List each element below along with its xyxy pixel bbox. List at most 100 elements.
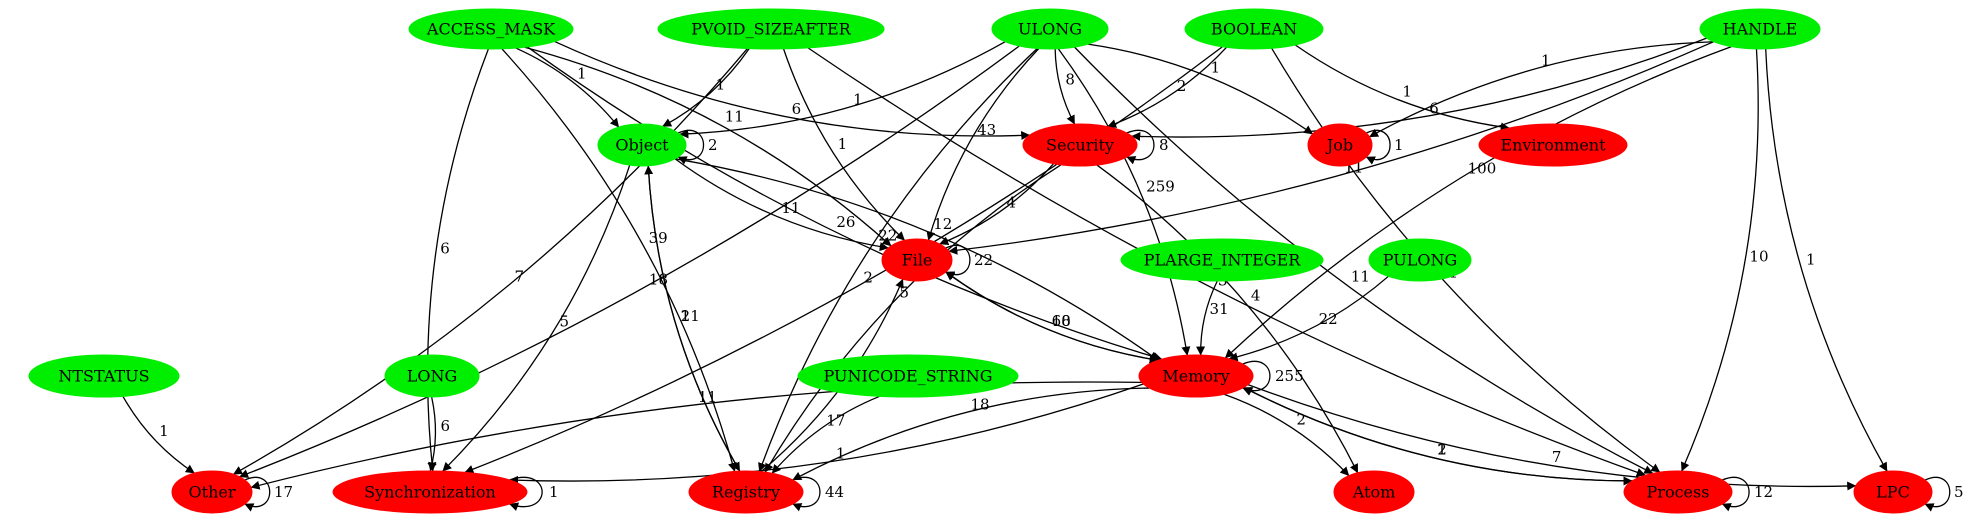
node-label: Registry — [712, 483, 780, 502]
edge-memory-to-atom — [1223, 393, 1350, 477]
edge-label: 26 — [836, 213, 855, 231]
node-security: Security — [1022, 123, 1138, 167]
edge-label: 4 — [1006, 194, 1016, 212]
edge-label: 1 — [681, 307, 691, 325]
node-shape — [28, 354, 180, 398]
node-label: Security — [1046, 136, 1114, 155]
edge-label: 22 — [878, 227, 897, 245]
edge-label: 1 — [549, 483, 559, 501]
edge-memory-to-file — [945, 271, 1159, 361]
edge-security-to-security — [1126, 129, 1155, 165]
edge-ulong-to-process — [1074, 46, 1654, 475]
edge-security-to-file — [939, 163, 1055, 246]
edge-label: 11 — [781, 199, 800, 217]
node-label: BOOLEAN — [1211, 20, 1297, 39]
node-ulong: ULONG — [991, 8, 1109, 50]
edge-registry-to-registry — [792, 476, 821, 512]
edge-pvoid_sizeafter-to-object — [662, 48, 750, 128]
edge-label: 21 — [681, 307, 700, 325]
node-punicode_string: PUNICODE_STRING — [797, 354, 1019, 398]
edge-ulong-to-registry — [758, 48, 1038, 473]
node-label: Process — [1647, 483, 1710, 502]
node-process: Process — [1623, 470, 1733, 514]
edge-label: 1 — [1806, 250, 1816, 268]
edge-object-to-file — [674, 158, 889, 252]
edge-long-to-synchronization — [428, 396, 437, 472]
edge-boolean-to-environment — [1294, 44, 1510, 132]
edge-label: 39 — [649, 229, 668, 247]
node-shape — [1478, 123, 1628, 167]
nodes-layer: ACCESS_MASK PVOID_SIZEAFTER ULONG BOOLEAN HA… — [28, 8, 1933, 514]
edge-access_mask-to-file — [524, 46, 892, 247]
edge-synchronization-to-synchronization — [509, 476, 543, 512]
edge-boolean-to-security — [1107, 46, 1227, 128]
node-label: Synchronization — [364, 483, 496, 502]
node-shape — [688, 470, 804, 514]
edge-label: 1 — [1211, 59, 1221, 77]
edges-layer: 1611639261173181432592218112121611110010… — [122, 37, 1964, 512]
edge-ulong-to-file — [926, 48, 1040, 241]
edge-security-to-registry — [764, 164, 1062, 473]
edge-label: 8 — [1065, 71, 1075, 89]
edge-label: 12 — [1754, 483, 1773, 501]
edge-access_mask-to-security — [554, 40, 1031, 140]
edge-label: 100 — [1468, 160, 1497, 178]
node-access_mask: ACCESS_MASK — [408, 8, 574, 50]
edge-label: 1 — [853, 91, 863, 109]
node-shape — [1022, 123, 1138, 167]
edge-ntstatus-to-other — [122, 396, 195, 474]
edge-other-to-other — [244, 476, 271, 512]
edge-handle-to-memory — [1224, 45, 1732, 359]
node-label: Environment — [1500, 136, 1606, 155]
edge-ulong-to-job — [1087, 43, 1314, 135]
edge-label: 2 — [1296, 410, 1306, 428]
edge-lpc-to-lpc — [1924, 476, 1951, 512]
node-shape — [1307, 123, 1373, 167]
edge-object-to-memory — [675, 158, 1159, 361]
node-long: LONG — [384, 354, 480, 398]
edge-label: 12 — [933, 215, 952, 233]
node-other: Other — [171, 470, 253, 514]
edge-boolean-to-process — [1271, 47, 1661, 473]
edge-memory-to-other — [250, 381, 1142, 490]
edge-access_mask-to-registry — [501, 48, 737, 472]
edge-handle-to-security — [1131, 37, 1707, 141]
edge-memory-to-registry — [792, 387, 1150, 481]
node-registry: Registry — [688, 470, 804, 514]
node-label: ACCESS_MASK — [426, 20, 556, 39]
edge-pvoid_sizeafter-to-process — [807, 47, 1646, 477]
edge-pvoid_sizeafter-to-file — [782, 48, 906, 241]
edge-label: 4 — [1251, 286, 1261, 304]
node-label: ULONG — [1018, 20, 1082, 39]
node-label: Atom — [1352, 483, 1396, 502]
node-label: PVOID_SIZEAFTER — [691, 20, 851, 39]
node-memory: Memory — [1138, 354, 1254, 398]
node-shape — [797, 354, 1019, 398]
node-shape — [1333, 470, 1415, 514]
node-shape — [1853, 470, 1933, 514]
node-pvoid_sizeafter: PVOID_SIZEAFTER — [657, 8, 885, 50]
edge-registry-to-object — [644, 165, 741, 472]
node-shape — [657, 8, 885, 50]
node-label: Memory — [1162, 367, 1229, 386]
edge-ulong-to-other — [239, 45, 1020, 478]
edge-label: 8 — [1159, 136, 1169, 154]
node-label: File — [902, 251, 933, 270]
edge-label: 6 — [1429, 100, 1439, 118]
node-label: PLARGE_INTEGER — [1144, 251, 1302, 270]
edge-label: 22 — [974, 251, 993, 269]
node-label: NTSTATUS — [58, 367, 149, 386]
edge-handle-to-file — [948, 41, 1714, 255]
edge-label: 1 — [1402, 82, 1412, 100]
node-shape — [1138, 354, 1254, 398]
edge-security-to-atom — [1096, 164, 1359, 474]
edge-label: 6 — [440, 417, 450, 435]
node-label: LONG — [407, 367, 458, 386]
edge-label: 43 — [977, 121, 996, 139]
node-atom: Atom — [1333, 470, 1415, 514]
node-shape — [1184, 8, 1324, 50]
edge-access_mask-to-synchronization — [426, 48, 489, 472]
node-handle: HANDLE — [1699, 8, 1821, 50]
edge-object-to-object — [677, 129, 705, 165]
